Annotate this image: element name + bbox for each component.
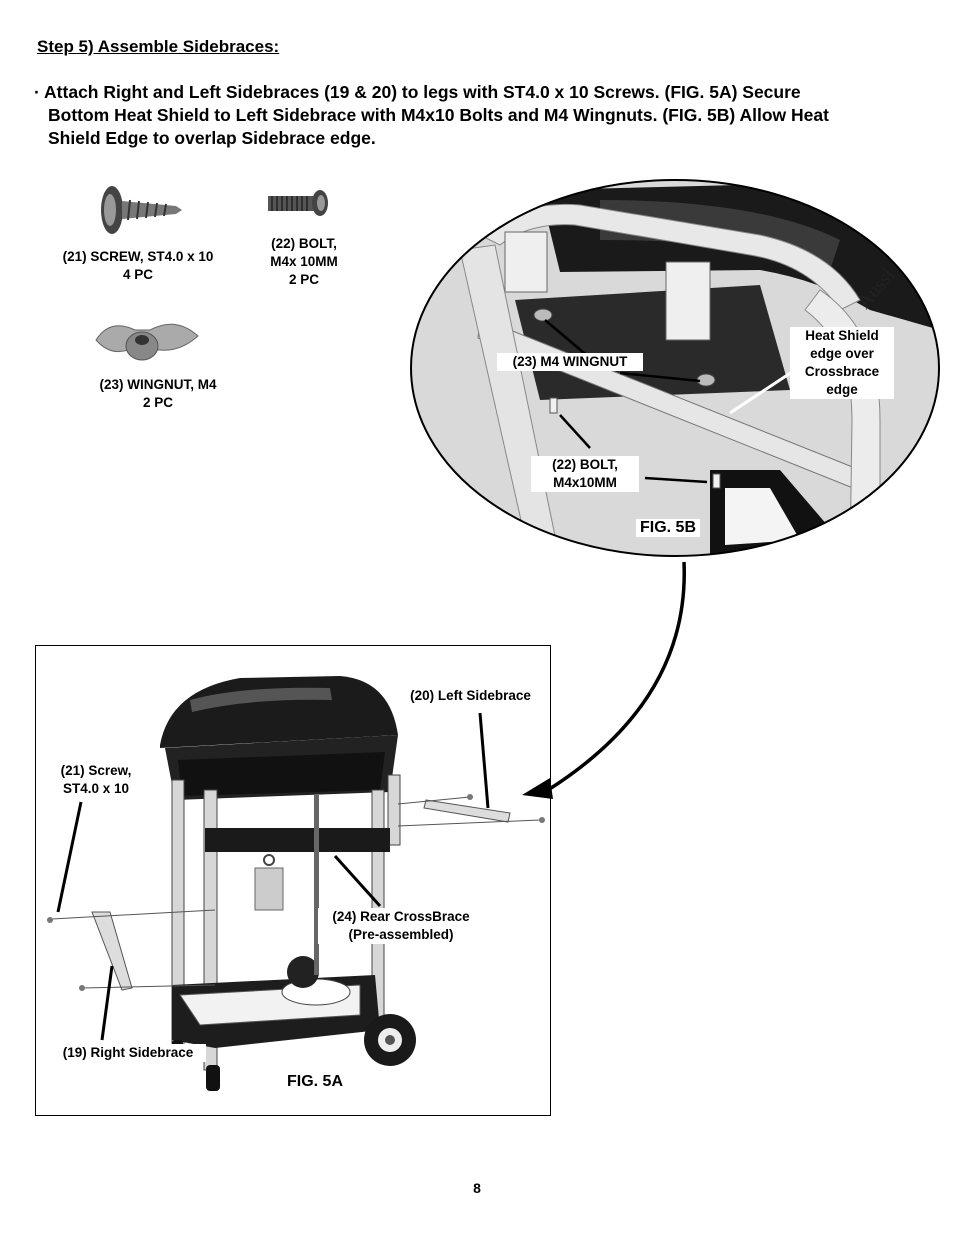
fig5b-title: FIG. 5B — [636, 519, 701, 537]
bolt-part-qty: 2 PC — [288, 272, 319, 287]
instruction-line-1: · Attach Right and Left Sidebraces (19 &… — [34, 82, 801, 102]
screw-part-label: (21) SCREW, ST4.0 x 10 4 PC — [48, 248, 228, 284]
bolt-part-name: (22) BOLT, — [271, 236, 337, 251]
fig5a-screw-size: ST4.0 x 10 — [62, 781, 130, 796]
fig5a-right-sidebrace-label: (19) Right Sidebrace — [50, 1044, 206, 1062]
fig5b-heat-shield-line2: edge over — [810, 346, 874, 361]
fig5b-heat-shield-line1: Heat Shield — [805, 328, 879, 343]
fig5a-crossbrace-note: (Pre-assembled) — [348, 927, 454, 942]
wingnut-illustration — [95, 323, 199, 361]
bolt-illustration — [268, 190, 328, 216]
fig5a-crossbrace-name: (24) Rear CrossBrace — [332, 909, 470, 924]
step-heading: Step 5) Assemble Sidebraces: — [37, 37, 280, 56]
instruction-text: · Attach Right and Left Sidebraces (19 &… — [34, 81, 914, 150]
fig5b-heat-shield-line4: edge — [826, 382, 858, 397]
wingnut-part-name: (23) WINGNUT, M4 — [99, 377, 217, 392]
page-number: 8 — [473, 1180, 481, 1196]
fig5a-screw-label: (21) Screw, ST4.0 x 10 — [48, 762, 144, 798]
fig5a-left-sidebrace-label: (20) Left Sidebrace — [398, 687, 543, 705]
bolt-part-label: (22) BOLT, M4x 10MM 2 PC — [254, 235, 354, 289]
screw-part-qty: 4 PC — [122, 267, 153, 282]
fig5a-crossbrace-label: (24) Rear CrossBrace (Pre-assembled) — [318, 908, 484, 944]
wingnut-part-label: (23) WINGNUT, M4 2 PC — [84, 376, 232, 412]
fig5a-title: FIG. 5A — [287, 1073, 344, 1090]
instruction-line-2: Bottom Heat Shield to Left Sidebrace wit… — [48, 105, 829, 125]
fig5b-bolt-size: M4x10MM — [553, 475, 617, 490]
screw-illustration — [101, 186, 182, 234]
wingnut-part-qty: 2 PC — [142, 395, 173, 410]
bolt-part-size: M4x 10MM — [270, 254, 338, 269]
fig5b-wingnut-label: (23) M4 WINGNUT — [497, 353, 643, 371]
fig5b-heat-shield-line3: Crossbrace — [804, 364, 880, 379]
fig5b-bolt-label: (22) BOLT, M4x10MM — [531, 456, 639, 492]
fig5b-bolt-name: (22) BOLT, — [552, 457, 618, 472]
fig5a-screw-name: (21) Screw, — [60, 763, 132, 778]
fig5b-heat-shield-label: Heat Shield edge over Crossbrace edge — [790, 327, 894, 399]
fig-5a-frame — [35, 645, 551, 1116]
instruction-line-3: Shield Edge to overlap Sidebrace edge. — [48, 128, 376, 148]
screw-part-name: (21) SCREW, ST4.0 x 10 — [62, 249, 214, 264]
